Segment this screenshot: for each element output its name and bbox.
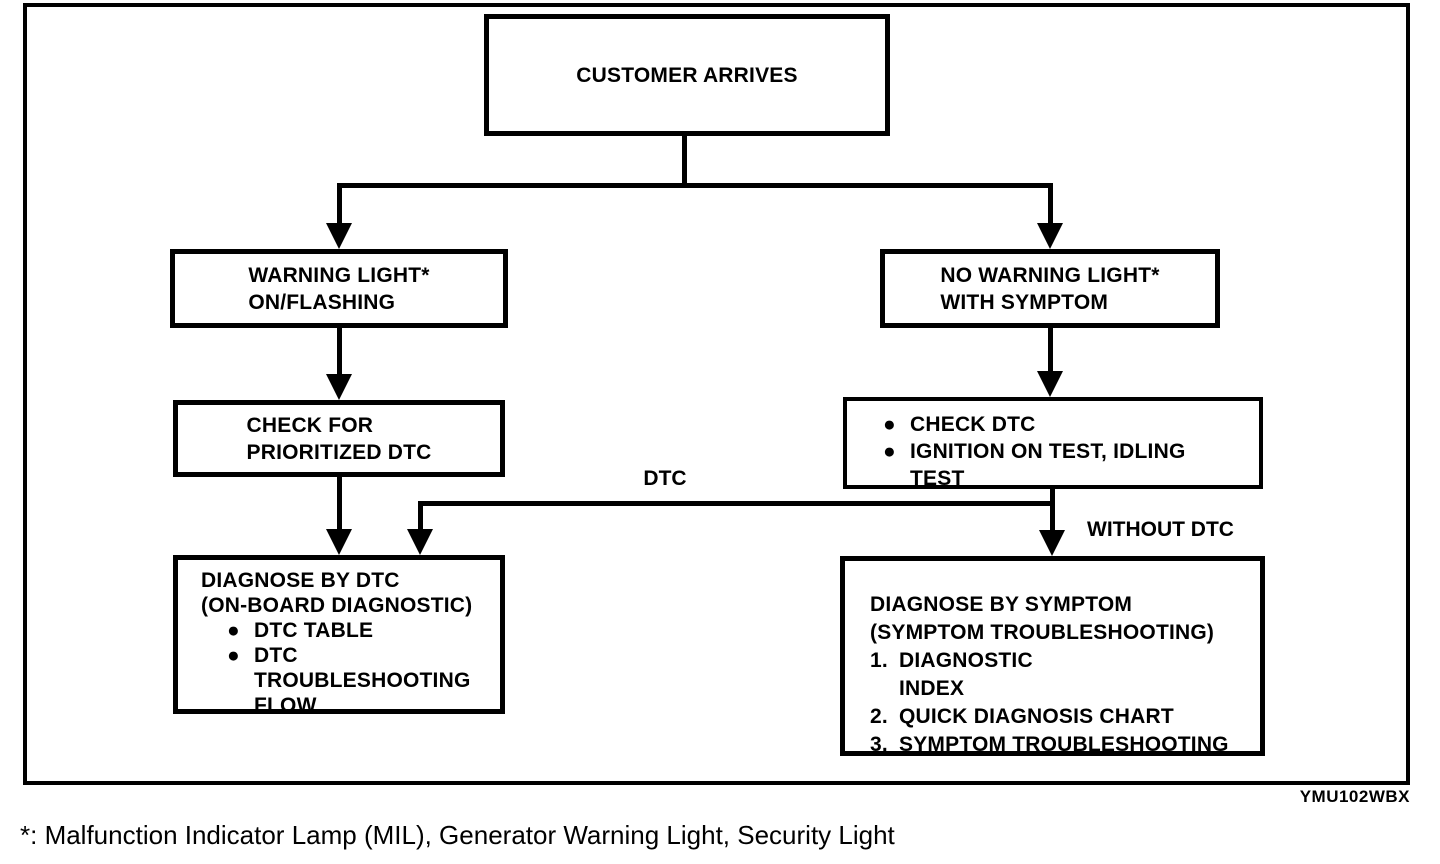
item-text: DIAGNOSTIC INDEX [899,649,1033,700]
connector-warning-to-check [337,327,342,377]
numbered-item: 3. SYMPTOM TROUBLESHOOTING [870,731,1254,759]
arrowhead-dtc-branch [407,529,433,555]
edge-label-dtc: DTC [643,467,687,490]
bullet-text: DTC TABLE [254,619,374,642]
node-warning-light-line1: WARNING LIGHT* [248,263,430,287]
node-check-dtc-tests: ● CHECK DTC ● IGNITION ON TEST, IDLING T… [843,397,1263,492]
connector-dtc-branch-down [418,501,423,531]
numbered-item: 1. DIAGNOSTIC INDEX [870,647,1254,703]
node-warning-light-line2: ON/FLASHING [248,290,396,314]
arrowhead-to-warning-light [326,223,352,249]
node-no-warning-light: NO WARNING LIGHT* WITH SYMPTOM [880,249,1220,328]
node-no-warning-light-line2: WITH SYMPTOM [940,290,1109,314]
node-diagnose-dtc-title1: DIAGNOSE BY DTC [201,569,400,592]
bullet-text: DTC TROUBLESHOOTING FLOW [254,644,471,717]
item-number: 1. [870,649,888,672]
bullet-text: IGNITION ON TEST, IDLING TEST [910,440,1186,490]
edge-label-without-dtc: WITHOUT DTC [1087,518,1234,541]
connector-to-warning-light [337,183,342,228]
figure-code: YMU102WBX [1299,787,1410,806]
node-diagnose-symptom-title2: (SYMPTOM TROUBLESHOOTING) [870,621,1215,644]
numbered-item: 2. QUICK DIAGNOSIS CHART [870,703,1254,731]
arrowhead-to-check-prioritized [326,374,352,400]
bullet-icon: ● [227,619,240,642]
bullet-text: CHECK DTC [910,413,1036,436]
bullet-icon: ● [227,644,240,667]
connector-check-to-diagnose-dtc [337,477,342,532]
node-warning-light: WARNING LIGHT* ON/FLASHING [170,249,508,328]
bullet-item: ● CHECK DTC [883,411,1251,438]
node-customer-arrives: CUSTOMER ARRIVES [484,14,890,136]
node-customer-arrives-label: CUSTOMER ARRIVES [576,63,798,87]
arrowhead-to-diagnose-dtc [326,529,352,555]
bullet-item: ● DTC TROUBLESHOOTING FLOW [227,643,496,718]
bullet-icon: ● [883,440,896,463]
diagram-border [23,3,1410,785]
arrowhead-to-diagnose-symptom [1039,530,1065,556]
connector-dtc-branch-horizontal [418,501,1055,506]
node-no-warning-light-line1: NO WARNING LIGHT* [940,263,1160,287]
connector-branch-horizontal [337,183,1053,188]
item-text: SYMPTOM TROUBLESHOOTING [899,733,1229,756]
arrowhead-to-check-dtc [1037,371,1063,397]
node-diagnose-symptom-title1: DIAGNOSE BY SYMPTOM [870,593,1133,616]
node-check-prioritized-line2: PRIORITIZED DTC [246,440,432,464]
connector-customer-down [682,134,687,186]
arrowhead-to-no-warning-light [1037,223,1063,249]
item-text: QUICK DIAGNOSIS CHART [899,705,1174,728]
connector-nowarning-to-checkdtc [1048,327,1053,373]
bullet-item: ● DTC TABLE [227,618,496,643]
node-diagnose-by-dtc: DIAGNOSE BY DTC (ON-BOARD DIAGNOSTIC) ● … [173,555,505,717]
node-diagnose-dtc-title2: (ON-BOARD DIAGNOSTIC) [201,594,473,617]
footnote: *: Malfunction Indicator Lamp (MIL), Gen… [20,820,895,850]
node-diagnose-by-symptom: DIAGNOSE BY SYMPTOM (SYMPTOM TROUBLESHOO… [840,556,1265,756]
node-check-prioritized-dtc: CHECK FOR PRIORITIZED DTC [173,400,505,477]
item-number: 2. [870,705,888,728]
connector-checkdtc-to-symptom [1050,489,1055,531]
bullet-item: ● IGNITION ON TEST, IDLING TEST [883,438,1251,492]
bullet-icon: ● [883,413,896,436]
item-number: 3. [870,733,888,756]
node-check-prioritized-line1: CHECK FOR [246,413,374,437]
connector-to-no-warning-light [1048,183,1053,228]
